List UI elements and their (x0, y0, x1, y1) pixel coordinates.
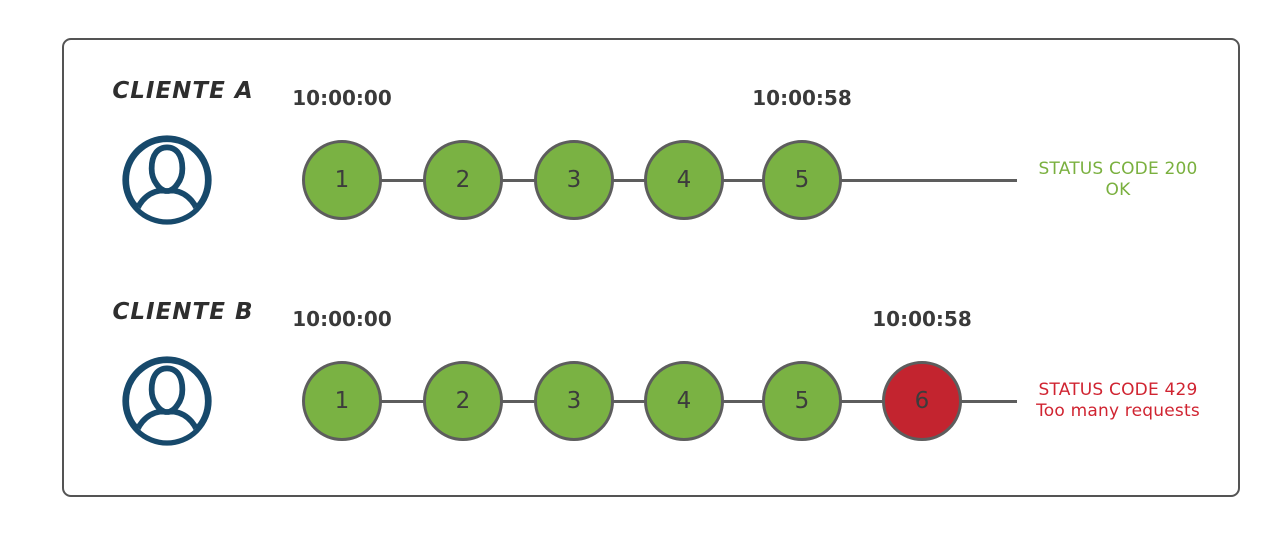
user-icon (119, 132, 215, 228)
request-node-4: 4 (644, 361, 724, 441)
request-node-2: 2 (423, 361, 503, 441)
status-text-limited: STATUS CODE 429 Too many requests (1020, 380, 1216, 422)
end-timestamp: 10:00:58 (752, 86, 852, 110)
user-icon (119, 353, 215, 449)
request-node-5: 5 (762, 361, 842, 441)
request-node-2: 2 (423, 140, 503, 220)
client-b-label: CLIENTE B (112, 299, 254, 325)
end-timestamp: 10:00:58 (872, 307, 972, 331)
request-node-5: 5 (762, 140, 842, 220)
request-node-3: 3 (534, 361, 614, 441)
request-node-1: 1 (302, 361, 382, 441)
client-a-row: CLIENTE A 10:00:00 10:00:58 1 2 3 4 5 ST… (64, 40, 1238, 270)
start-timestamp: 10:00:00 (292, 86, 392, 110)
status-code-line: STATUS CODE 429 (1038, 380, 1198, 400)
request-node-1: 1 (302, 140, 382, 220)
request-node-4: 4 (644, 140, 724, 220)
start-timestamp: 10:00:00 (292, 307, 392, 331)
status-message-line: OK (1105, 180, 1131, 200)
status-code-line: STATUS CODE 200 (1038, 159, 1198, 179)
request-node-3: 3 (534, 140, 614, 220)
diagram-frame: CLIENTE A 10:00:00 10:00:58 1 2 3 4 5 ST… (62, 38, 1240, 497)
client-b-row: CLIENTE B 10:00:00 10:00:58 1 2 3 4 5 6 … (64, 261, 1238, 491)
client-a-label: CLIENTE A (112, 78, 254, 104)
request-node-6: 6 (882, 361, 962, 441)
status-message-line: Too many requests (1036, 401, 1200, 421)
status-text-ok: STATUS CODE 200 OK (1020, 159, 1216, 201)
